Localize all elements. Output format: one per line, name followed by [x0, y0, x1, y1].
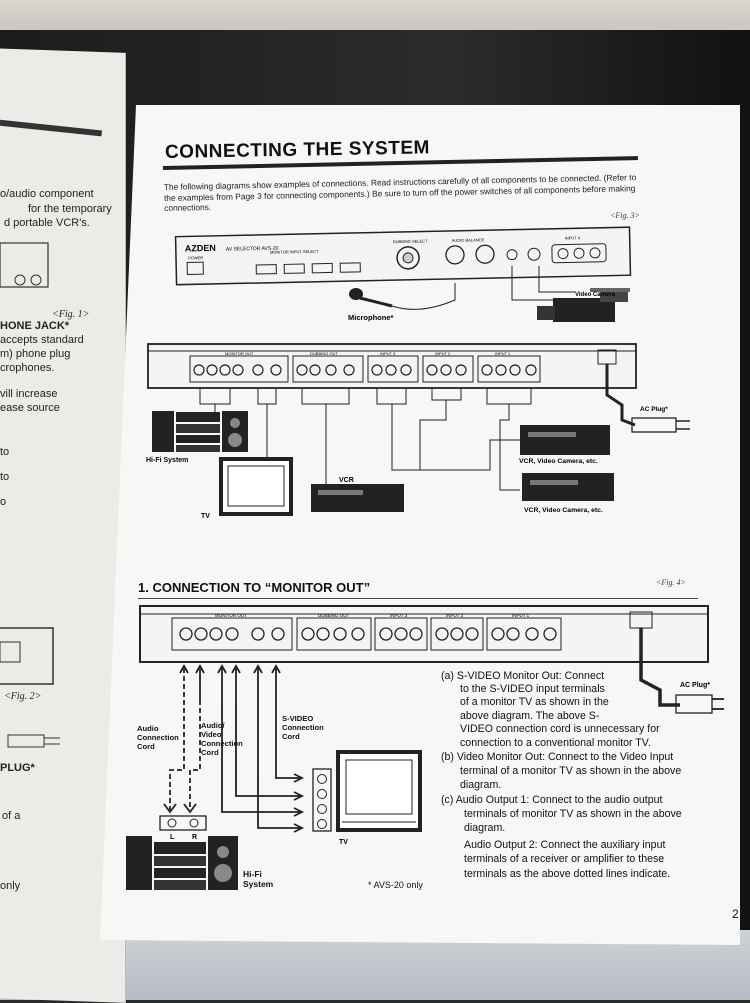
video-camera-icon: [511, 266, 630, 322]
avs20-note: * AVS-20 only: [368, 880, 423, 890]
svideo-cord-label: S-VIDEO Connection Cord: [282, 714, 324, 741]
desc-line: (b) Video Monitor Out: Connect to the Vi…: [441, 751, 674, 763]
vcr-camera-icon-2: [522, 473, 614, 501]
desc-line: to the S-VIDEO input terminals: [460, 683, 605, 695]
fig4-label: <Fig. 4>: [656, 578, 686, 587]
fig3-label: <Fig. 3>: [610, 211, 640, 220]
input4-text: INPUT 4: [565, 235, 581, 240]
audio-balance-text: AUDIO BALANCE: [452, 237, 485, 243]
desc-line: Audio Output 2: Connect the auxiliary in…: [464, 839, 666, 851]
section-heading: 1. CONNECTION TO “MONITOR OUT”: [138, 580, 371, 595]
plug-label: PLUG*: [0, 762, 35, 774]
fig3-wires: [199, 364, 636, 491]
rear-section-label: DUBBING OUT: [310, 351, 338, 356]
monitor-tv-icon: [336, 750, 422, 832]
left-line-3: d portable VCR's.: [4, 217, 90, 229]
rear-section-label: INPUT 2: [435, 351, 451, 356]
desc-line: VIDEO connection cord is unnecessary for: [460, 723, 660, 735]
tv-label: TV: [201, 513, 210, 520]
l-label: L: [170, 834, 175, 841]
mid-line-2: ease source: [0, 402, 60, 414]
desc-line: terminals of a receiver or amplifier to …: [464, 853, 665, 865]
rear-panel-fig4: [139, 605, 709, 663]
vcr-icon: [311, 484, 404, 512]
rear-section-label: INPUT 3: [380, 351, 396, 356]
rear-section-label: INPUT 3: [390, 613, 408, 618]
of-a-text: of a: [2, 810, 21, 822]
desc-line: terminal of a monitor TV as shown in the…: [460, 765, 682, 777]
rear-section-label: MONITOR OUT: [215, 613, 247, 618]
desc-line: diagram.: [460, 779, 502, 791]
ac-plug-label-fig4: AC Plug*: [680, 682, 710, 689]
only-text: only: [0, 880, 21, 892]
desc-line: connection to a conventional monitor TV.: [460, 737, 651, 749]
vcr-camera-label-1: VCR, Video Camera, etc.: [519, 458, 598, 465]
rear-jacks-fig4: [179, 627, 557, 641]
video-camera-label: Video Camera: [575, 292, 616, 298]
desc-line: terminals of monitor TV as shown in the …: [464, 808, 682, 820]
dubbing-select-text: DUBBING SELECT: [393, 238, 429, 244]
page-number: 2: [732, 907, 739, 921]
rear-section-label: INPUT 2: [446, 613, 464, 618]
lr-input-box: [159, 815, 207, 831]
jack-line-2: m) phone plug: [0, 348, 71, 360]
desc-line: above diagram. The above S-: [460, 710, 600, 722]
rear-panel-fig3: [147, 343, 637, 389]
tv-label-fig4: TV: [339, 839, 348, 846]
av-cord-label: Audio/ Video Connection Cord: [201, 721, 243, 757]
rear-section-label: INPUT 1: [495, 351, 511, 356]
rear-section-label: DUBBING OUT: [318, 613, 350, 618]
ac-plug-label-fig3: AC Plug*: [640, 406, 668, 413]
desc-line: (c) Audio Output 1: Connect to the audio…: [441, 794, 663, 806]
hifi-label: Hi-Fi System: [146, 457, 188, 464]
fig2-label: <Fig. 2>: [4, 691, 42, 702]
front-panel: [174, 226, 632, 286]
vcr-camera-label-2: VCR, Video Camera, etc.: [524, 507, 603, 514]
stub-line-3: o: [0, 496, 7, 508]
vcr-camera-icon-1: [520, 425, 610, 455]
jack-heading: HONE JACK*: [0, 320, 70, 332]
stub-line-2: to: [0, 471, 10, 483]
monitor-select-text: MONITOR INPUT SELECT: [270, 249, 319, 255]
desc-line: terminals as the above dotted lines indi…: [464, 868, 671, 880]
hifi-system-icon: [152, 411, 248, 452]
tv-icon: [219, 457, 293, 516]
microphone-label: Microphone*: [348, 313, 393, 322]
stub-line-1: to: [0, 446, 10, 458]
hifi-system-icon-fig4: [126, 836, 238, 890]
brand-text: AZDEN: [185, 243, 216, 254]
ac-plug-icon: [631, 417, 690, 433]
left-line-2: for the temporary: [28, 203, 112, 215]
rear-jacks-fig3: [193, 364, 537, 376]
tv-input-jacks: [312, 768, 332, 832]
r-label: R: [192, 834, 197, 841]
fig4-cords: [163, 628, 680, 833]
left-line-1: o/audio component: [0, 188, 94, 200]
mid-line-1: vill increase: [0, 388, 58, 400]
desc-line: diagram.: [464, 822, 506, 834]
left-page-drawings: [0, 118, 103, 748]
rear-section-label: INPUT 1: [512, 613, 530, 618]
model-text: AV SELECTOR AVS-20: [226, 246, 279, 253]
desc-line: (a) S-VIDEO Monitor Out: Connect: [441, 670, 605, 682]
microphone-icon: [349, 283, 456, 310]
power-text: POWER: [188, 255, 203, 260]
audio-cord-label: Audio Connection Cord: [137, 724, 179, 751]
jack-line-1: accepts standard: [0, 334, 84, 346]
desc-line: of a monitor TV as shown in the: [460, 696, 609, 708]
vcr-label: VCR: [339, 477, 354, 484]
section-rule: [138, 598, 698, 599]
rear-section-label: MONITOR OUT: [225, 351, 254, 356]
hifi-label-fig4: Hi-Fi System: [243, 869, 274, 889]
ac-plug-icon-fig4: [675, 694, 724, 714]
jack-line-3: crophones.: [0, 362, 55, 374]
fig1-label: <Fig. 1>: [52, 309, 90, 320]
